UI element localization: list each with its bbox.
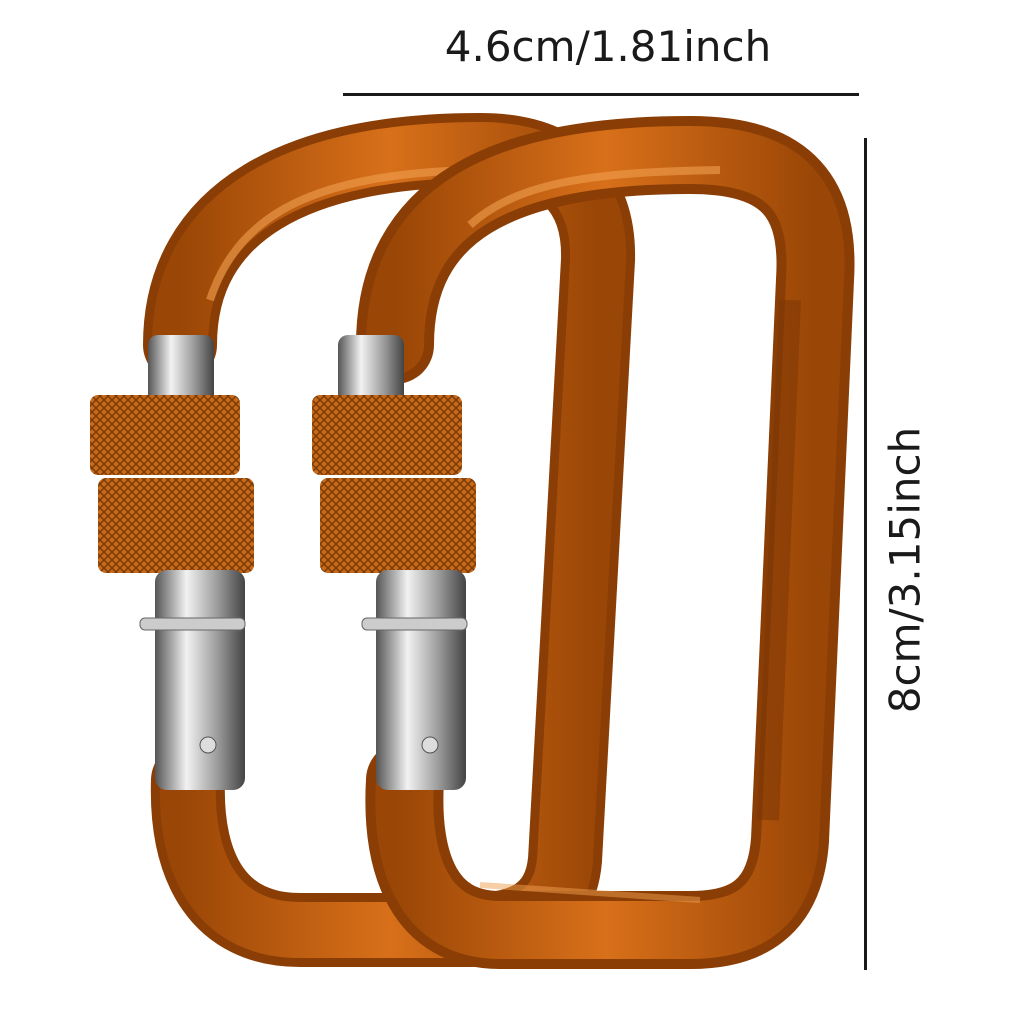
gate-back bbox=[90, 335, 254, 790]
height-dimension-line bbox=[864, 138, 867, 970]
carabiner-front bbox=[356, 115, 855, 969]
gate-front bbox=[312, 335, 476, 790]
width-dimension-label: 4.6cm/1.81inch bbox=[444, 22, 772, 71]
width-dimension-line bbox=[343, 93, 859, 96]
carabiner-back bbox=[143, 112, 636, 967]
